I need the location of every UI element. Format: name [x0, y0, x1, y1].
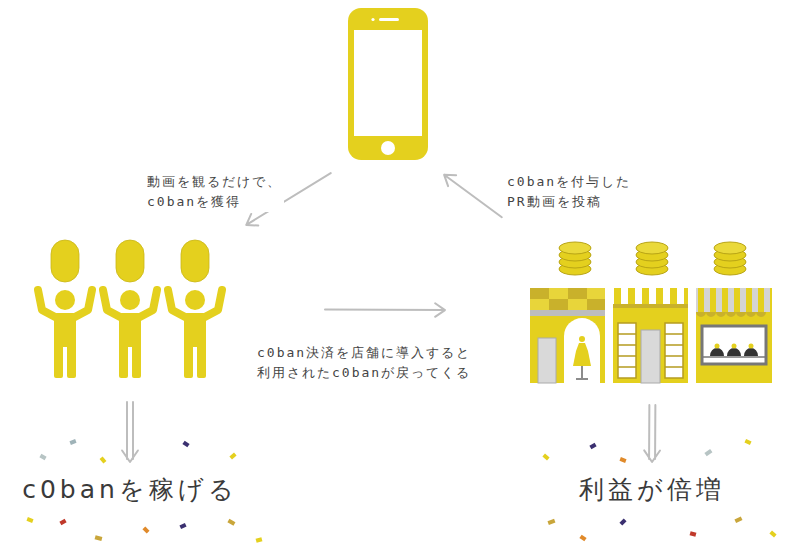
edge-label: c0ban決済を店舗に導入すると利用されたc0banが戻ってくる [255, 343, 473, 383]
double-arrow [122, 402, 138, 462]
smartphone-icon [348, 8, 428, 160]
flow-arrow [444, 175, 502, 217]
outcome-text: c0banを稼げる [22, 474, 238, 506]
double-arrow [644, 405, 660, 462]
smartphone-node [348, 8, 428, 160]
text-line: c0banを稼げる [22, 474, 238, 506]
user-group-node [35, 238, 225, 380]
shop-fronts [530, 242, 772, 383]
outcome-box: c0banを稼げる [14, 470, 246, 510]
text-line: 利益が倍増 [579, 474, 725, 506]
edge-label: 動画を観るだけで、c0banを獲得 [145, 172, 284, 212]
text-line: 利用されたc0banが戻ってくる [257, 363, 471, 383]
edge-label: c0banを付与したPR動画を投稿 [505, 172, 633, 212]
outcome-box: 利益が倍増 [571, 470, 733, 510]
text-line: 動画を観るだけで、 [147, 172, 282, 192]
flow-arrow [325, 303, 445, 317]
shop-group-node [530, 238, 775, 383]
outcome-text: 利益が倍増 [579, 474, 725, 506]
text-line: c0banを付与した [507, 172, 631, 192]
text-line: c0banを獲得 [147, 192, 282, 212]
people-figures [38, 240, 222, 378]
text-line: c0ban決済を店舗に導入すると [257, 343, 471, 363]
text-line: PR動画を投稿 [507, 192, 631, 212]
